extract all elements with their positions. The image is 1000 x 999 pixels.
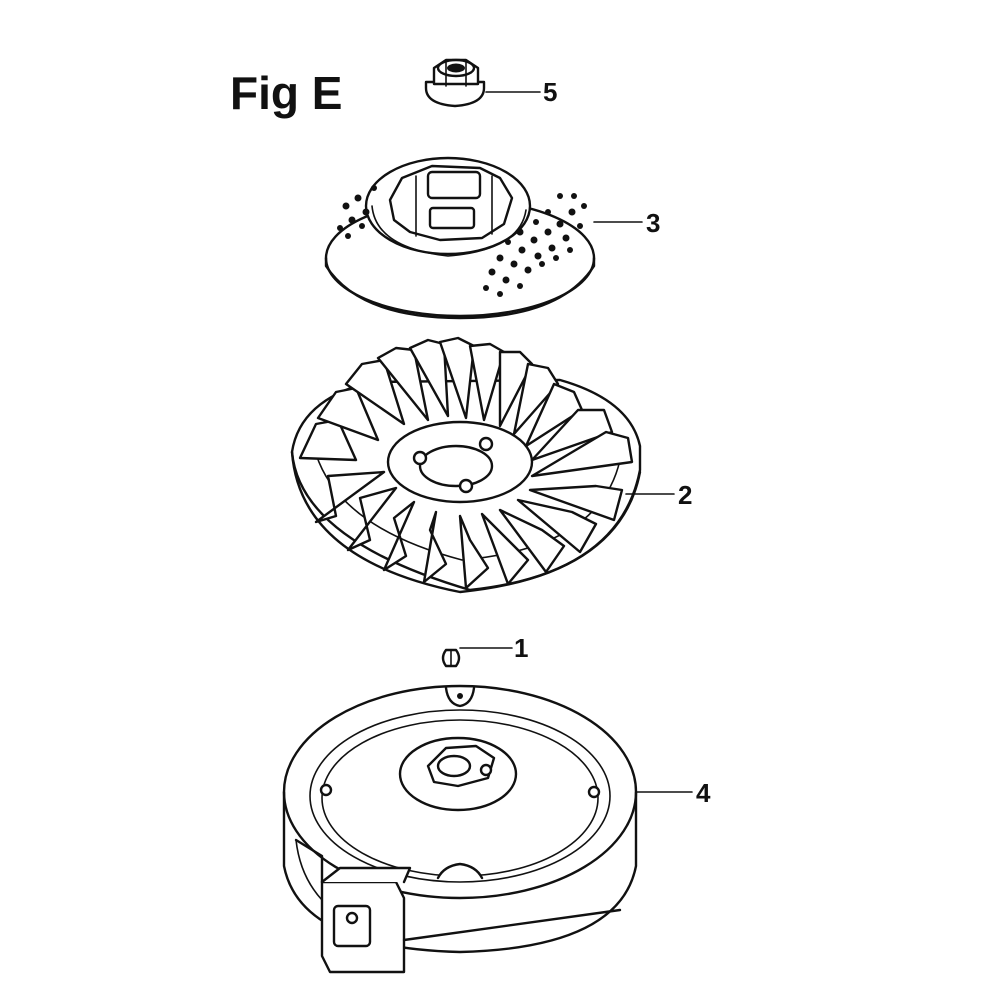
part-4-rotor-housing (282, 684, 638, 974)
callout-2: 2 (678, 480, 692, 510)
callout-5: 5 (543, 77, 557, 107)
callout-1: 1 (514, 633, 528, 663)
callout-3: 3 (646, 208, 660, 238)
part-1-key (441, 648, 461, 668)
fan-fins (298, 336, 634, 590)
part-3-starter-plate (324, 156, 596, 320)
part-2-flywheel (290, 336, 642, 594)
callout-4: 4 (696, 778, 711, 808)
figure-title: Fig E (230, 67, 343, 119)
part-5-nut (424, 58, 486, 108)
plate-holes (337, 185, 587, 297)
